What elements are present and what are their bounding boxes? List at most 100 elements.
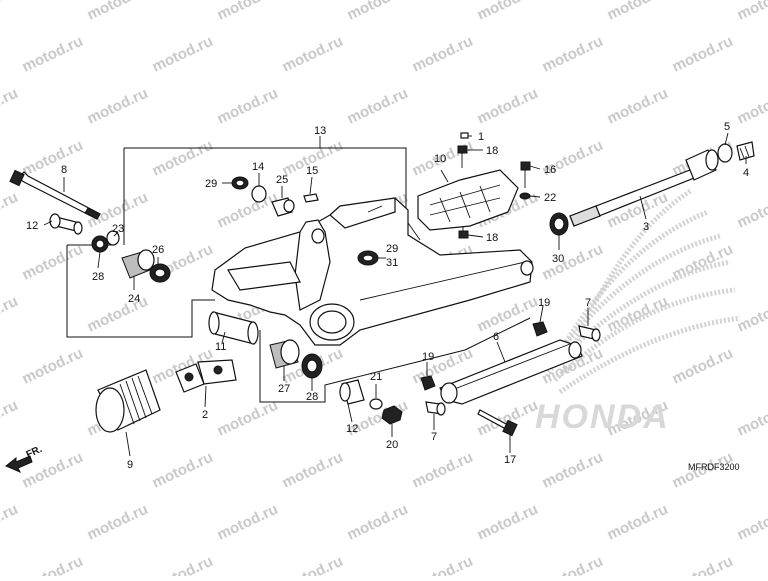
watermark-text: motod.ru — [735, 85, 768, 128]
callout-7-lower: 7 — [431, 431, 437, 443]
watermark-text: motod.ru — [540, 241, 606, 284]
universal-joint — [175, 359, 237, 393]
watermark-text: motod.ru — [20, 553, 86, 576]
callout-1: 1 — [478, 131, 484, 143]
callout-12-lower: 12 — [346, 423, 358, 435]
bolt-17 — [477, 409, 518, 437]
watermark-text: motod.ru — [0, 501, 21, 544]
bearing-set-lower — [269, 339, 323, 379]
watermark-text: motod.ru — [345, 0, 411, 24]
watermark-text: motod.ru — [540, 449, 606, 492]
callout-3: 3 — [643, 221, 649, 233]
watermark-text: motod.ru — [215, 501, 281, 544]
watermark-text: motod.ru — [0, 0, 21, 24]
bolts-cover — [457, 132, 531, 239]
watermark-text: motod.ru — [280, 33, 346, 76]
watermark-text: motod.ru — [150, 553, 216, 576]
callout-17: 17 — [504, 454, 516, 466]
watermark-text: motod.ru — [735, 293, 768, 336]
watermark-text: motod.ru — [735, 501, 768, 544]
watermark-text: motod.ru — [0, 397, 21, 440]
pivot-bolt — [9, 169, 101, 220]
callout-29-top: 29 — [205, 178, 217, 190]
watermark-text: motod.ru — [20, 241, 86, 284]
callout-22: 22 — [544, 192, 556, 204]
watermark-text: motod.ru — [735, 397, 768, 440]
watermark-text: motod.ru — [20, 137, 86, 180]
watermark-text: motod.ru — [605, 85, 671, 128]
callout-8: 8 — [61, 164, 67, 176]
watermark-text: motod.ru — [735, 189, 768, 232]
watermark-text: motod.ru — [150, 33, 216, 76]
honda-logo: HONDA — [535, 187, 741, 436]
callout-23: 23 — [112, 223, 124, 235]
watermark-text: motod.ru — [150, 449, 216, 492]
swingarm — [211, 197, 534, 346]
watermark-text: motod.ru — [540, 553, 606, 576]
watermark-text: motod.ru — [85, 293, 151, 336]
drive-shaft — [549, 149, 719, 236]
callout-18-upper: 18 — [486, 145, 498, 157]
callout-9: 9 — [127, 459, 133, 471]
callout-26: 26 — [152, 244, 164, 256]
watermark-text: motod.ru — [345, 85, 411, 128]
spring-and-ring — [717, 141, 755, 163]
callout-20: 20 — [386, 439, 398, 451]
watermark-text: motod.ru — [475, 0, 541, 24]
callout-19-right: 19 — [538, 297, 550, 309]
watermark-text: motod.ru — [85, 501, 151, 544]
callout-21: 21 — [370, 371, 382, 383]
callout-15: 15 — [306, 165, 318, 177]
watermark-text: motod.ru — [540, 33, 606, 76]
leader-lines — [43, 132, 747, 457]
watermark-text: motod.ru — [670, 241, 736, 284]
bearing-set-left — [91, 230, 171, 283]
callout-19-left: 19 — [422, 351, 434, 363]
callout-18-lower: 18 — [486, 232, 498, 244]
watermark-text: motod.ru — [85, 0, 151, 24]
watermark-text: motod.ru — [670, 345, 736, 388]
callout-4: 4 — [743, 167, 749, 179]
collar-left — [49, 213, 83, 235]
watermark-text: motod.ru — [215, 397, 281, 440]
watermark-text: motod.ru — [150, 137, 216, 180]
watermark-text: motod.ru — [215, 85, 281, 128]
watermark-text: motod.ru — [475, 501, 541, 544]
watermark-text: motod.ru — [280, 553, 346, 576]
torque-rod-hardware — [420, 321, 601, 416]
callout-30: 30 — [552, 253, 564, 265]
callout-27: 27 — [278, 383, 290, 395]
svg-text:FR.: FR. — [25, 444, 44, 461]
callout-31: 31 — [386, 257, 398, 269]
seal-right — [357, 250, 379, 266]
callout-12-left: 12 — [26, 220, 38, 232]
callout-29-right: 29 — [386, 243, 398, 255]
watermark-text: motod.ru — [410, 553, 476, 576]
rubber-boot — [95, 369, 161, 433]
callout-14: 14 — [252, 161, 264, 173]
diagram-code: MFRDF3200 — [688, 462, 740, 472]
callout-5: 5 — [724, 121, 730, 133]
torque-rod — [439, 339, 583, 405]
pinion-cover — [417, 169, 519, 231]
watermark-text: motod.ru — [20, 345, 86, 388]
watermark-text: motod.ru — [605, 501, 671, 544]
small-parts-top — [231, 176, 319, 217]
callout-7-upper: 7 — [585, 297, 591, 309]
callout-2: 2 — [202, 409, 208, 421]
group-outline-13 — [66, 136, 531, 403]
watermark-text: motod.ru — [345, 501, 411, 544]
watermark-text: motod.ru — [215, 189, 281, 232]
watermark-text: motod.ru — [605, 0, 671, 24]
watermark-text: motod.ru — [475, 85, 541, 128]
callout-10: 10 — [434, 153, 446, 165]
watermark-text: motod.ru — [0, 189, 21, 232]
watermark-text: motod.ru — [410, 449, 476, 492]
watermark-text: motod.ru — [670, 553, 736, 576]
callout-6: 6 — [493, 331, 499, 343]
watermark-text: motod.ru — [280, 449, 346, 492]
callout-11: 11 — [215, 341, 226, 353]
watermark-text: motod.ru — [215, 0, 281, 24]
